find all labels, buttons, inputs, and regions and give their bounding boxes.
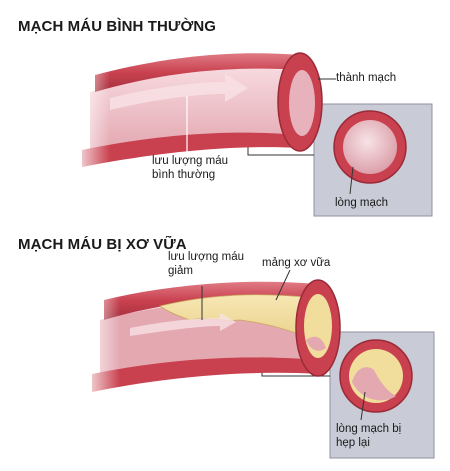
normal-vessel-title: MẠCH MÁU BÌNH THƯỜNG (18, 18, 217, 35)
normal-blood-flow-label-line2: bình thường (152, 169, 216, 181)
normal-blood-flow-label-line1: lưu lượng máu (152, 155, 228, 167)
vessel-wall-label: thành mạch (336, 72, 397, 84)
normal-cross-section-lumen (343, 120, 397, 174)
atherosclerotic-vessel-illustration (80, 269, 435, 459)
normal-vessel-illustration (70, 50, 433, 217)
plaque-leader (275, 269, 291, 301)
narrowed-lumen-label-line2: hẹp lại (336, 437, 370, 449)
lumen-label: lòng mạch (335, 197, 389, 209)
narrowed-lumen-leader (360, 391, 366, 421)
atherosclerotic-cross-section-narrowed-lumen (352, 367, 396, 401)
reduced-flow-label-line2: giảm (168, 265, 193, 277)
atherosclerotic-vessel-upper-wall (104, 281, 316, 320)
normal-blood-flow-label: lưu lượng máu bình thường (152, 154, 228, 182)
reduced-flow-label-line1: lưu lượng máu (168, 251, 244, 263)
reduced-flow-arrow (130, 313, 236, 336)
atherosclerotic-vessel-panel: MẠCH MÁU BỊ XƠ VỮA (0, 236, 450, 471)
narrowed-lumen-label-line1: lòng mạch bị (336, 423, 402, 435)
normal-lumen-leader (349, 166, 354, 195)
atherosclerotic-vessel-title: MẠCH MÁU BỊ XƠ VỮA (18, 236, 187, 253)
narrowed-lumen-label: lòng mạch bị hẹp lại (336, 422, 401, 450)
normal-vessel-lower-wall (82, 132, 300, 167)
normal-vessel-upper-wall (95, 53, 300, 92)
normal-vessel-lumen (90, 68, 302, 150)
plaque-label: mảng xơ vữa (262, 257, 331, 269)
reduced-flow-label: lưu lượng máu giảm (168, 250, 244, 278)
normal-flow-arrow (110, 74, 248, 110)
normal-vessel-panel: MẠCH MÁU BÌNH THƯỜNG (0, 0, 450, 232)
atherosclerotic-vessel-end-opening (306, 336, 326, 351)
atherosclerotic-vessel-lower-wall (92, 357, 318, 392)
normal-vessel-end-opening (289, 70, 315, 136)
